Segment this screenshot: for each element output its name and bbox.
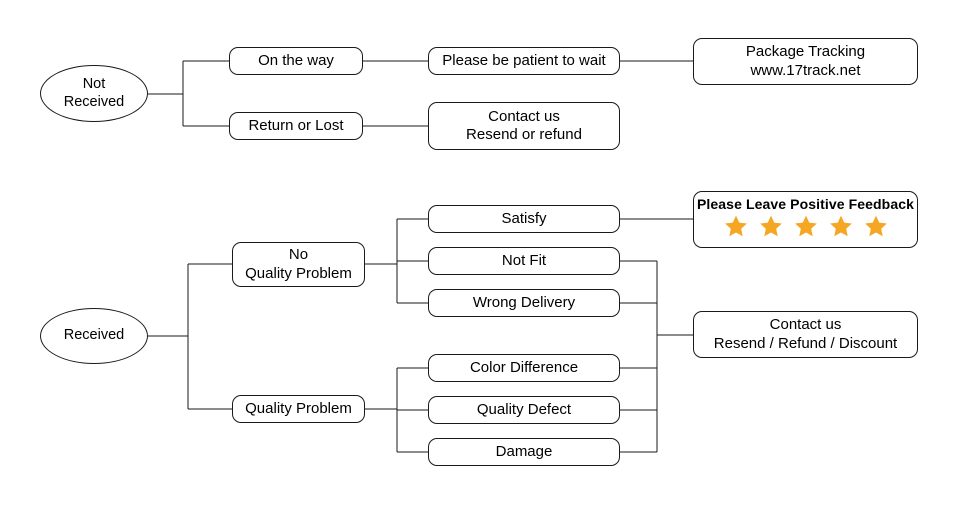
star-icon[interactable] [723,214,749,243]
star-icon[interactable] [758,214,784,243]
node-damage[interactable]: Damage [428,438,620,466]
node-return-or-lost[interactable]: Return or Lost [229,112,363,140]
positive-feedback-box[interactable]: Please Leave Positive Feedback [693,191,918,248]
node-no-quality-problem[interactable]: No Quality Problem [232,242,365,287]
node-quality-defect[interactable]: Quality Defect [428,396,620,424]
node-please-be-patient-to-wait[interactable]: Please be patient to wait [428,47,620,75]
node-satisfy[interactable]: Satisfy [428,205,620,233]
node-contact-us-resend-or-refund[interactable]: Contact us Resend or refund [428,102,620,150]
node-wrong-delivery[interactable]: Wrong Delivery [428,289,620,317]
node-on-the-way[interactable]: On the way [229,47,363,75]
node-package-tracking[interactable]: Package Tracking www.17track.net [693,38,918,85]
star-icon[interactable] [793,214,819,243]
star-rating[interactable] [723,214,889,243]
feedback-label: Please Leave Positive Feedback [696,196,914,212]
star-icon[interactable] [828,214,854,243]
node-not-received[interactable]: Not Received [40,65,148,122]
star-icon[interactable] [863,214,889,243]
node-not-fit[interactable]: Not Fit [428,247,620,275]
node-quality-problem[interactable]: Quality Problem [232,395,365,423]
node-color-difference[interactable]: Color Difference [428,354,620,382]
node-contact-us-resend-refund-discount[interactable]: Contact us Resend / Refund / Discount [693,311,918,358]
node-received[interactable]: Received [40,308,148,364]
